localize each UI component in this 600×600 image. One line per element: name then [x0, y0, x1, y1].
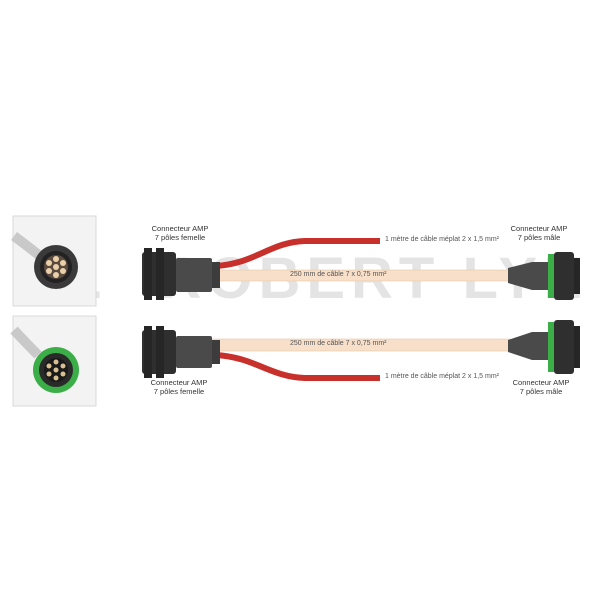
bottom-red-cable: [214, 352, 380, 381]
top-right-connector: [508, 252, 580, 300]
inset-photo-male-connector: [10, 315, 97, 407]
top-right-connector-label: Connecteur AMP 7 pôles mâle: [510, 224, 568, 242]
bottom-red-cable-label: 1 mètre de câble méplat 2 x 1,5 mm²: [385, 373, 499, 380]
top-white-cable-label: 250 mm de câble 7 x 0,75 mm²: [290, 271, 387, 278]
top-assembly: [142, 238, 580, 300]
bottom-right-connector-label: Connecteur AMP 7 pôles mâle: [512, 378, 570, 396]
top-left-connector: [142, 248, 220, 300]
bottom-assembly: [142, 320, 580, 381]
top-red-cable-label: 1 mètre de câble méplat 2 x 1,5 mm²: [385, 236, 499, 243]
bottom-right-connector: [508, 320, 580, 374]
bottom-left-connector: [142, 326, 220, 378]
inset-photo-female-connector: [10, 215, 97, 307]
top-left-connector-label: Connecteur AMP 7 pôles femelle: [151, 224, 209, 242]
bottom-left-connector-label: Connecteur AMP 7 pôles femelle: [150, 378, 208, 396]
bottom-white-cable-label: 250 mm de câble 7 x 0,75 mm²: [290, 340, 387, 347]
top-red-cable: [214, 238, 380, 269]
